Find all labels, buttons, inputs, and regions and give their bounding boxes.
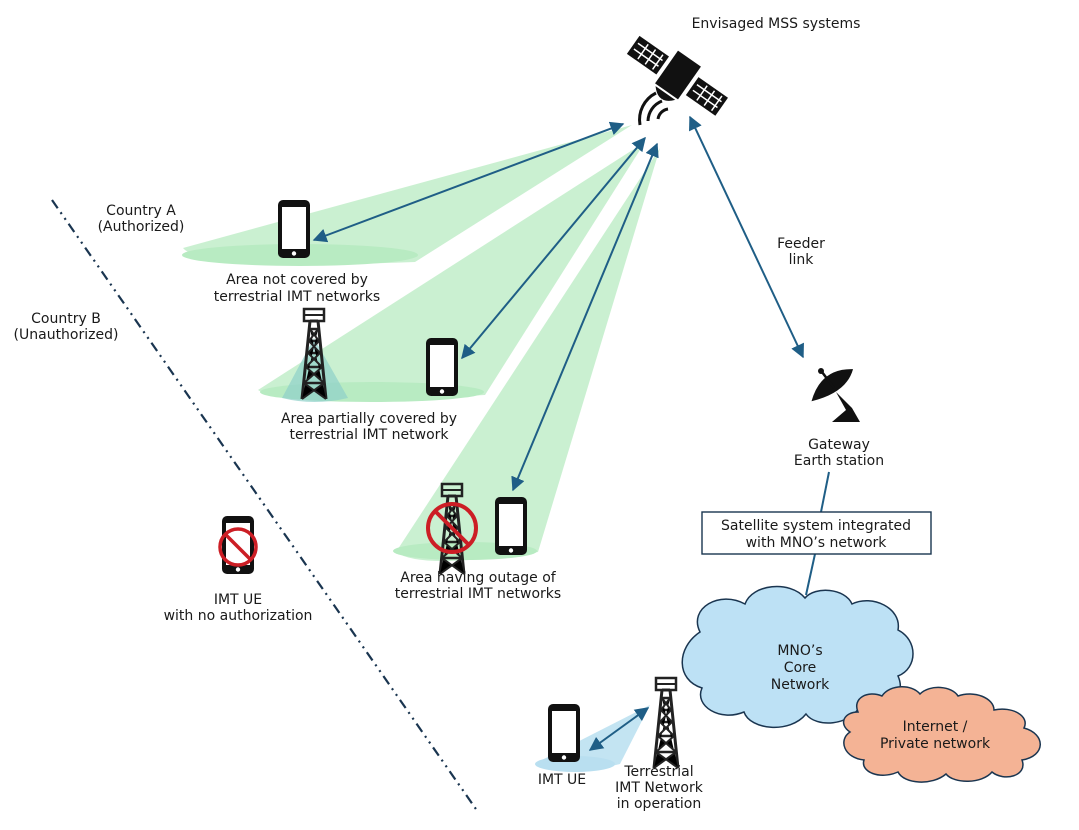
area-partial-label-1: Area partially covered by [281, 411, 457, 427]
core-network-label-2: Core [784, 660, 816, 676]
satellite-label: Envisaged MSS systems [692, 16, 861, 32]
phone-icon [426, 338, 458, 396]
feeder-link-arrow [689, 115, 804, 359]
integration-box [701, 511, 932, 555]
phone-icon [495, 497, 527, 555]
terrestrial-tower-label-1: Terrestrial [623, 764, 693, 780]
tower-coverage-cone [282, 338, 348, 402]
country-b-status: (Unauthorized) [14, 327, 119, 343]
internet-label-1: Internet / [903, 719, 968, 735]
area-partial-label-2: terrestrial IMT network [289, 427, 449, 443]
phone-icon [548, 704, 580, 762]
unauthorized-ue-label-2: with no authorization [164, 608, 313, 624]
area-outage-label-2: terrestrial IMT networks [395, 586, 561, 602]
country-b-label: Country B [31, 311, 101, 327]
gateway-label-2: Earth station [794, 453, 884, 469]
internet-cloud [842, 686, 1041, 783]
terrestrial-ue-label: IMT UE [538, 772, 586, 788]
integration-box-label-1: Satellite system integrated [721, 518, 911, 534]
cell-tower-icon [652, 676, 680, 770]
country-border-line [51, 199, 479, 813]
internet-label-2: Private network [880, 736, 991, 752]
terrestrial-tower-label-2: IMT Network [615, 780, 704, 796]
prohibited-icon [218, 527, 258, 567]
terrestrial-tower-label-3: in operation [617, 796, 701, 812]
country-a-label: Country A [106, 203, 176, 219]
terrestrial-link-arrow [588, 707, 650, 751]
link-arrow-outage [511, 142, 659, 492]
unauthorized-ue-label-1: IMT UE [214, 592, 262, 608]
area-outage-label-1: Area having outage of [400, 570, 557, 586]
gateway-label-1: Gateway [808, 437, 870, 453]
feeder-link-label-1: Feeder [777, 236, 825, 252]
feeder-link-label-2: link [789, 252, 815, 268]
core-network-cloud [681, 585, 914, 728]
satellite-beams [182, 125, 660, 561]
core-network-label-3: Network [771, 677, 830, 693]
country-a-status: (Authorized) [98, 219, 185, 235]
area-not-covered-label-1: Area not covered by [226, 272, 368, 288]
prohibited-icon [426, 502, 478, 554]
core-network-label-1: MNO’s [777, 643, 822, 659]
satellite-icon [626, 35, 728, 126]
satellite-links [312, 115, 804, 492]
phone-icon [278, 200, 310, 258]
integration-box-label-2: with MNO’s network [746, 535, 888, 551]
satellite-dish-icon [811, 368, 860, 422]
area-not-covered-label-2: terrestrial IMT networks [214, 289, 380, 305]
